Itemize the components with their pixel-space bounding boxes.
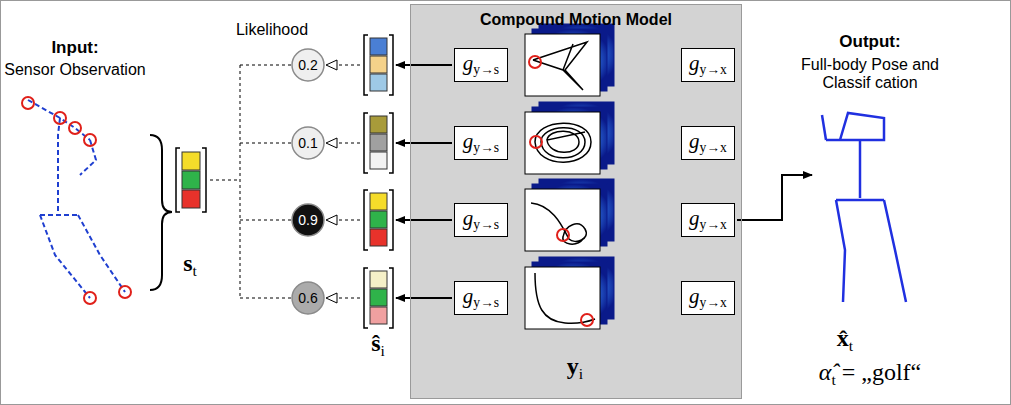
rect-shape (370, 307, 387, 324)
caption-text: Output: (839, 32, 900, 52)
likelihood-tree (210, 65, 291, 298)
rect-shape (525, 34, 600, 96)
panel-ground (410, 4, 742, 399)
mapping-box: gy→s (454, 203, 508, 237)
g-shape (529, 42, 587, 90)
circle-shape (292, 282, 324, 314)
mapping-box: gy→x (681, 126, 735, 160)
sensor-markers (22, 97, 131, 304)
circle-shape (292, 204, 324, 236)
rect-shape (370, 211, 387, 228)
prediction-arrow (396, 297, 452, 299)
mapping-box: gy→x (681, 281, 735, 315)
rect-shape (370, 116, 387, 133)
likelihood-value: 0.1 (298, 135, 317, 151)
mapping-box: gy→x (681, 203, 735, 237)
mapping-box: gy→s (454, 126, 508, 160)
path-shape (364, 190, 393, 250)
path-shape (364, 268, 393, 328)
output-arrow (737, 175, 812, 220)
rect-shape (525, 112, 600, 174)
path-shape (533, 42, 587, 90)
open-arrowhead (326, 138, 337, 148)
circle-shape (557, 229, 569, 241)
path-shape (535, 273, 595, 323)
brace (150, 135, 172, 290)
path-shape (364, 113, 393, 173)
open-arrowhead (326, 293, 337, 303)
math-symbol: α̂t = „golf“ (819, 359, 921, 389)
mapping-function: gy→x (689, 51, 727, 78)
mapping-function: gy→s (463, 284, 499, 311)
rect-shape (370, 74, 387, 91)
mapping-box: gy→s (454, 281, 508, 315)
mapping-box: gy→x (681, 48, 735, 82)
caption-text: Full-body Pose and Classif cation (788, 56, 953, 92)
mapping-function: gy→s (463, 129, 499, 156)
caption-text: Likelihood (236, 21, 308, 39)
rect-shape (370, 56, 387, 73)
math-symbol: yi (567, 353, 583, 383)
g-shape (530, 123, 591, 162)
likelihood-circle: 0.1 (291, 126, 325, 160)
g-shape (535, 273, 595, 326)
rect-shape (370, 229, 387, 246)
caption-text: Input: (51, 38, 98, 58)
observation-vector (176, 148, 206, 212)
circle-shape (529, 56, 541, 68)
input-skeleton (28, 100, 125, 298)
model-panel: Compound Motion Model gy→s gy→x gy→s gy→x gy→… (410, 4, 742, 399)
path-shape (535, 123, 591, 162)
line-shape (337, 143, 360, 144)
mapping-box: gy→s (454, 48, 508, 82)
line-shape (337, 65, 360, 66)
likelihood-value: 0.9 (298, 212, 317, 228)
motion-manifolds (525, 24, 614, 329)
circle-shape (292, 127, 324, 159)
mapping-function: gy→x (689, 129, 727, 156)
rect-shape (370, 38, 387, 55)
circle-shape (581, 314, 593, 326)
circle-shape (292, 49, 324, 81)
line-shape (337, 220, 360, 221)
math-symbol: st (183, 250, 197, 280)
line-shape (337, 298, 360, 299)
math-symbol: x̂t (837, 325, 853, 355)
likelihood-circle: 0.9 (291, 203, 325, 237)
prediction-arrow (396, 64, 452, 66)
mapping-function: gy→x (689, 284, 727, 311)
math-symbol: ŝi (371, 330, 385, 360)
panel-title: Compound Motion Model (411, 11, 741, 29)
caption-text: Sensor Observation (4, 61, 145, 79)
open-arrowhead (326, 215, 337, 225)
mapping-function: gy→s (463, 51, 499, 78)
likelihood-value: 0.2 (298, 57, 317, 73)
output-skeleton (822, 113, 906, 302)
open-arrowhead (326, 60, 337, 70)
predicted-vectors (326, 35, 452, 328)
rect-shape (370, 271, 387, 288)
path-shape (531, 203, 586, 244)
rect-shape (370, 289, 387, 306)
likelihood-circle: 0.2 (291, 48, 325, 82)
prediction-arrow (396, 219, 452, 221)
rect-shape (525, 189, 600, 251)
mapping-function: gy→s (463, 206, 499, 233)
path-shape (364, 35, 393, 95)
prediction-arrow (396, 142, 452, 144)
likelihood-circle: 0.6 (291, 281, 325, 315)
rect-shape (370, 193, 387, 210)
circle-shape (530, 136, 542, 148)
likelihood-value: 0.6 (298, 290, 317, 306)
rect-shape (370, 152, 387, 169)
mapping-function: gy→x (689, 206, 727, 233)
rect-shape (525, 267, 600, 329)
g-shape (531, 203, 586, 244)
rect-shape (370, 134, 387, 151)
